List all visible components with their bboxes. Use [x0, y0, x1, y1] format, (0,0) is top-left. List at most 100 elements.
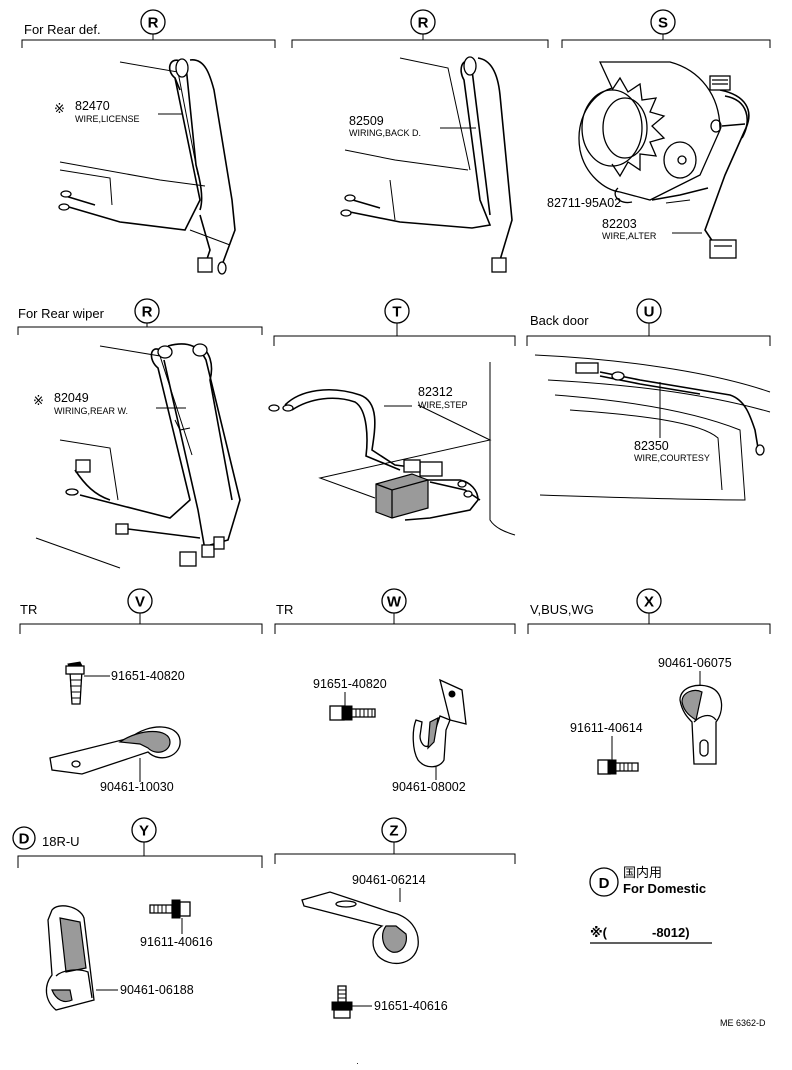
section-bracket	[17, 855, 263, 868]
panel-step: T 82312 WIRE,STEP	[268, 298, 516, 536]
part-number: 82049	[54, 391, 89, 405]
domestic-code-circle	[589, 867, 619, 897]
body-contour	[547, 379, 771, 413]
body-contour	[59, 169, 113, 206]
domestic-code: D	[19, 831, 30, 848]
wire-harness-back-door	[340, 56, 513, 273]
part-number: 82509	[349, 114, 384, 128]
footnote-mark: ※	[54, 101, 65, 116]
section-bracket	[561, 39, 771, 48]
panel-heading: 18R-U	[42, 834, 80, 849]
panel-rear-def-back-door: R 82509 WIRING,BACK D.	[291, 9, 549, 273]
section-code: R	[142, 304, 153, 321]
wire-harness-alternator	[651, 75, 750, 259]
section-code: R	[148, 15, 159, 32]
panel-heading: For Rear wiper	[18, 306, 105, 321]
body-contour	[534, 354, 771, 393]
wire-harness-rear-wiper	[65, 343, 241, 567]
legend: D 国内用 For Domestic ※( -8012)	[589, 865, 712, 944]
section-code: S	[658, 15, 668, 32]
footnote-mark: ※	[33, 393, 44, 408]
section-code: Y	[139, 823, 149, 840]
panel-vbus: V,BUS,WG X 90461-06075 91611-40614	[527, 588, 771, 775]
bolt-number: 91611-40616	[140, 935, 213, 949]
bolt-number: 91651-40820	[313, 677, 387, 691]
section-code: Z	[389, 823, 398, 840]
section-code: R	[418, 15, 429, 32]
part-name: WIRE,COURTESY	[634, 453, 710, 463]
panel-back-door: Back door U 82350 WIRE,COURTESY	[526, 298, 771, 501]
section-code: X	[644, 594, 654, 611]
section-code: W	[387, 594, 402, 611]
body-contour	[35, 537, 121, 569]
leader-line	[665, 199, 691, 204]
panel-heading: For Rear def.	[24, 22, 101, 37]
body-contour	[489, 362, 516, 536]
section-code: T	[392, 304, 401, 321]
wire-harness-step	[268, 389, 481, 521]
panel-heading: V,BUS,WG	[530, 602, 594, 617]
note-value: -8012)	[652, 925, 690, 940]
body-contour	[399, 57, 471, 171]
section-bracket	[273, 335, 516, 346]
section-bracket	[274, 853, 516, 864]
clamp-icon	[45, 905, 95, 1011]
clamp-icon	[301, 891, 419, 965]
clamp-number: 90461-10030	[100, 780, 174, 794]
part-number: 82312	[418, 385, 453, 399]
body-contour	[189, 229, 231, 246]
panel-alternator: S 82711-95A02 82203 WIRE,ALTER	[547, 9, 771, 259]
alternator-body	[578, 61, 722, 204]
part-name: WIRING,BACK D.	[349, 128, 421, 138]
clamp-icon	[412, 678, 467, 768]
bolt-number: 91611-40614	[570, 721, 643, 735]
domestic-english: For Domestic	[623, 881, 706, 896]
panel-tr-v: TR V 91651-40820 90461-10030	[19, 588, 263, 794]
part-number: 82203	[602, 217, 637, 231]
panel-rear-def-license: For Rear def. R ※ 82470 WIRE,LICENSE	[21, 9, 276, 275]
note-mark: ※(	[590, 925, 608, 940]
section-bracket	[19, 623, 263, 634]
part-number: 82350	[634, 439, 669, 453]
bolt-icon	[331, 985, 353, 1019]
bolt-icon	[597, 759, 639, 775]
bolt-number: 91651-40616	[374, 999, 448, 1013]
part-number: 82470	[75, 99, 110, 113]
clamp-number: 90461-08002	[392, 780, 466, 794]
bolt-icon	[65, 661, 85, 705]
section-bracket	[21, 39, 276, 48]
bolt-number: 91651-40820	[111, 669, 185, 683]
panel-heading: TR	[276, 602, 293, 617]
body-contour	[389, 179, 396, 221]
part-name: WIRE,STEP	[418, 400, 468, 410]
wire-harness-courtesy	[575, 362, 765, 456]
body-contour	[59, 161, 206, 187]
clamp-icon	[49, 726, 181, 775]
panel-z: Z 90461-06214 91651-40616	[274, 817, 516, 1019]
body-contour	[99, 345, 193, 456]
body-contour	[539, 394, 746, 501]
panel-tr-w: TR W 91651-40820 90461-08002	[274, 588, 516, 794]
body-contour	[318, 404, 492, 499]
clamp-number: 90461-06214	[352, 873, 426, 887]
panel-18r-u: D 18R-U Y 91611-40616 90461-06188	[12, 817, 263, 1011]
wire-harness-license	[58, 58, 236, 275]
section-bracket	[527, 623, 771, 634]
section-bracket	[274, 623, 516, 634]
clamp-number: 90461-06188	[120, 983, 194, 997]
section-code: U	[644, 304, 655, 321]
panel-heading: Back door	[530, 313, 589, 328]
bolt-icon	[329, 705, 376, 721]
body-contour	[569, 409, 723, 491]
domestic-japanese: 国内用	[623, 865, 662, 880]
section-bracket	[291, 39, 549, 48]
panel-heading: TR	[20, 602, 37, 617]
body-contour	[344, 149, 469, 171]
part-name: WIRING,REAR W.	[54, 406, 128, 416]
scan-dot: ·	[356, 1058, 359, 1068]
clamp-number: 90461-06075	[658, 656, 732, 670]
section-bracket	[17, 326, 263, 335]
domestic-code-circle	[12, 826, 36, 850]
panel-rear-wiper: For Rear wiper R ※ 82049 WIRING,REAR	[17, 298, 263, 569]
